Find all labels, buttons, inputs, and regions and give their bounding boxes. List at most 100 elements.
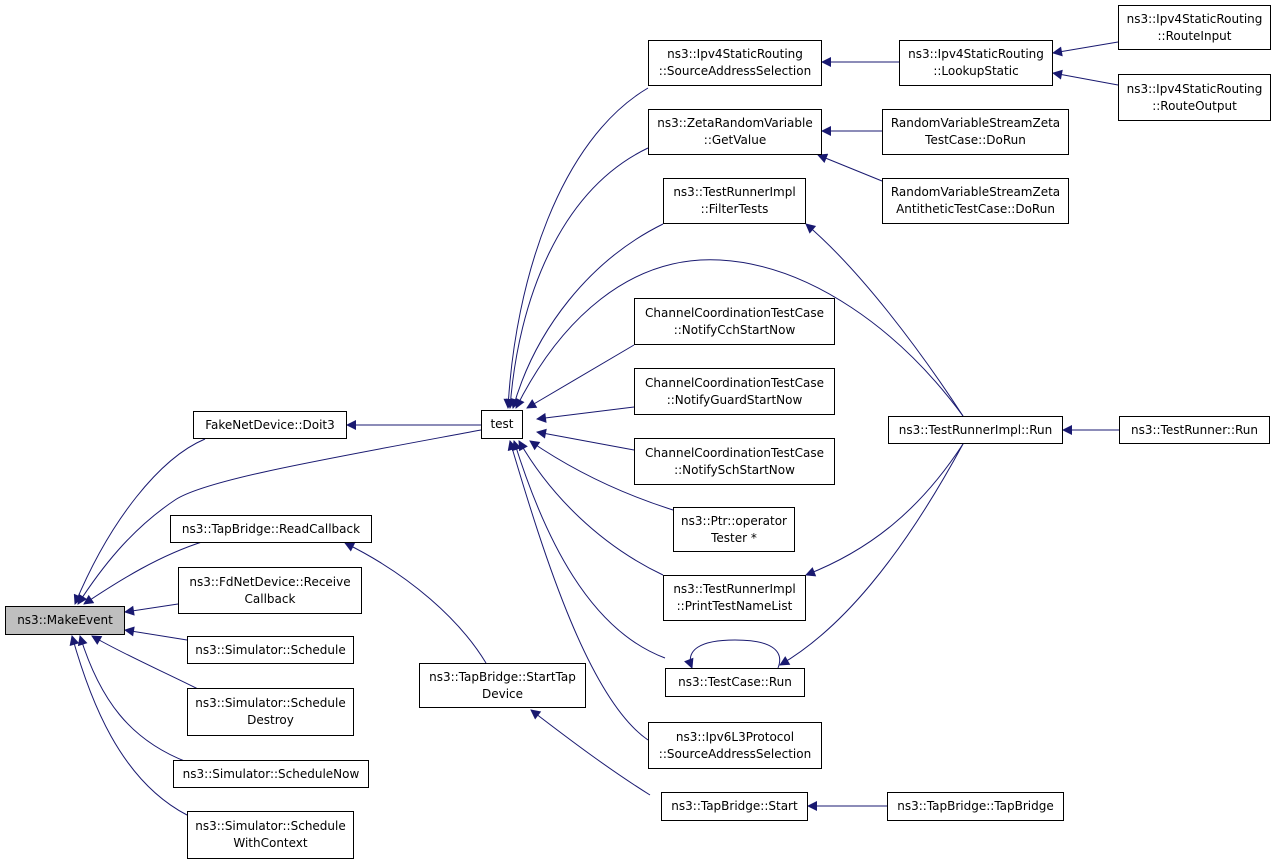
- edge-schedulenow-to-makeevent: [77, 635, 188, 763]
- node-label: ::SourceAddressSelection: [658, 64, 812, 78]
- edge-ccsch-to-test: [536, 428, 635, 451]
- node-label: RandomVariableStreamZeta: [890, 185, 1061, 199]
- edge-zetaanti-to-getvalue: [817, 153, 883, 182]
- edge-schedulectx-to-makeevent: [69, 635, 188, 816]
- node-label: ::FilterTests: [700, 202, 769, 216]
- node-label: ::SourceAddressSelection: [658, 746, 812, 761]
- node-ipv4-route-input[interactable]: ns3::Ipv4StaticRouting::RouteInput: [1118, 5, 1271, 50]
- edge-schedule-to-makeevent: [124, 626, 188, 641]
- edge-test-to-makeevent: [77, 429, 482, 605]
- node-label: ns3::TapBridge::ReadCallback: [181, 521, 361, 536]
- node-zeta-getvalue[interactable]: ns3::ZetaRandomVariable::GetValue: [648, 109, 822, 155]
- node-label: ns3::Simulator::ScheduleNow: [182, 766, 360, 781]
- node-label: ::NotifyCchStartNow: [673, 322, 796, 337]
- edge-cccch-to-test: [526, 344, 635, 409]
- node-runner-filter[interactable]: ns3::TestRunnerImpl::FilterTests: [663, 178, 806, 224]
- node-label: ns3::Ptr::operator: [681, 513, 787, 528]
- node-label: ns3::TestRunnerImpl: [673, 185, 796, 199]
- edge-routeoutput-to-lookup: [1052, 69, 1119, 86]
- node-label: Destroy: [247, 713, 294, 727]
- edge-scheduledestroy-to-makeevent: [91, 635, 201, 691]
- node-test[interactable]: test: [481, 410, 523, 439]
- node-cc-sch[interactable]: ChannelCoordinationTestCase::NotifySchSt…: [634, 438, 835, 485]
- node-label: ns3::Ipv4StaticRouting: [908, 47, 1044, 61]
- edge-testcaserun-to-test: [511, 440, 666, 659]
- node-runner-impl-run[interactable]: ns3::TestRunnerImpl::Run: [888, 416, 1063, 444]
- node-label: ::RouteOutput: [1152, 98, 1237, 113]
- node-tap-tapbridge[interactable]: ns3::TapBridge::TapBridge: [887, 792, 1064, 821]
- node-label: ChannelCoordinationTestCase: [645, 445, 824, 460]
- node-label: ns3::Simulator::Schedule: [195, 819, 346, 833]
- edge-runnerimplrun-to-print: [805, 443, 964, 577]
- node-cc-cch[interactable]: ChannelCoordinationTestCase::NotifyCchSt…: [634, 298, 835, 345]
- node-tap-start[interactable]: ns3::TapBridge::Start: [661, 792, 808, 821]
- node-label: WithContext: [233, 836, 308, 850]
- node-label: Device: [481, 686, 524, 701]
- edge-zetagetvalue-to-test: [505, 147, 649, 409]
- node-label: ns3::MakeEvent: [17, 613, 113, 627]
- node-ipv6-src-sel[interactable]: ns3::Ipv6L3Protocol::SourceAddressSelect…: [648, 722, 822, 769]
- edge-runnerfilter-to-test: [510, 223, 664, 409]
- node-label: ns3::Simulator::Schedule: [195, 642, 346, 657]
- node-label: ns3::TestCase::Run: [678, 675, 792, 689]
- edge-runnerprint-to-test: [518, 440, 664, 576]
- node-ipv4-route-output[interactable]: ns3::Ipv4StaticRouting::RouteOutput: [1118, 74, 1271, 121]
- node-label: ::RouteInput: [1157, 28, 1232, 43]
- node-sim-schedule-now[interactable]: ns3::Simulator::ScheduleNow: [173, 760, 369, 788]
- edge-fdreceive-to-makeevent: [124, 603, 179, 616]
- node-label: Tester *: [711, 530, 757, 545]
- node-label: ns3::Ipv4StaticRouting: [1126, 11, 1263, 26]
- node-label: ns3::TapBridge::Start: [671, 799, 798, 813]
- node-ipv4-lookup[interactable]: ns3::Ipv4StaticRouting::LookupStatic: [899, 40, 1053, 86]
- node-label: ns3::TestRunner::Run: [1130, 422, 1259, 437]
- node-label: test: [490, 417, 514, 431]
- edge-ipv6srcsel-to-test: [507, 440, 649, 741]
- edge-ipv4srcsel-to-test: [503, 87, 649, 409]
- edge-readcallback-to-makeevent: [83, 540, 206, 605]
- node-make-event[interactable]: ns3::MakeEvent: [5, 606, 125, 635]
- node-label: ::GetValue: [703, 133, 767, 147]
- node-tap-readcallback[interactable]: ns3::TapBridge::ReadCallback: [170, 515, 372, 543]
- node-label: ChannelCoordinationTestCase: [645, 305, 824, 320]
- node-label: ns3::TestRunnerImpl: [673, 582, 796, 596]
- node-label: ns3::TapBridge::StartTap: [429, 669, 576, 684]
- node-label: ns3::Ipv4StaticRouting: [1126, 81, 1263, 96]
- node-cc-guard[interactable]: ChannelCoordinationTestCase::NotifyGuard…: [634, 368, 835, 415]
- edge-ccguard-to-test: [536, 406, 635, 423]
- node-label: TestCase::DoRun: [925, 133, 1026, 147]
- edge-ptrtester-to-test: [529, 440, 674, 511]
- node-ipv4-src-sel[interactable]: ns3::Ipv4StaticRouting::SourceAddressSel…: [648, 40, 822, 86]
- node-label: ::PrintTestNameList: [676, 599, 793, 613]
- node-runner-print[interactable]: ns3::TestRunnerImpl::PrintTestNameList: [663, 575, 806, 621]
- node-label: AntitheticTestCase::DoRun: [896, 202, 1055, 216]
- node-label: ns3::Simulator::Schedule: [195, 696, 346, 710]
- node-label: RandomVariableStreamZeta: [890, 116, 1061, 130]
- node-testcase-run[interactable]: ns3::TestCase::Run: [665, 668, 805, 697]
- node-label: ns3::ZetaRandomVariable: [657, 116, 813, 130]
- node-label: ::NotifyGuardStartNow: [666, 392, 803, 407]
- node-sim-schedule[interactable]: ns3::Simulator::Schedule: [187, 636, 354, 664]
- edge-startdevice-to-readcallback: [344, 542, 487, 664]
- node-label: ns3::Ipv4StaticRouting: [667, 47, 803, 61]
- node-label: ns3::Ipv6L3Protocol: [675, 729, 795, 744]
- edge-routeinput-to-lookup: [1052, 41, 1119, 57]
- node-label: Callback: [244, 591, 296, 606]
- node-label: ns3::FdNetDevice::Receive: [189, 574, 351, 589]
- node-fake-doit3[interactable]: FakeNetDevice::Doit3: [193, 411, 347, 439]
- node-label: ns3::TestRunnerImpl::Run: [898, 422, 1053, 437]
- edge-runnerimplrun-to-filter: [805, 223, 964, 417]
- node-label: FakeNetDevice::Doit3: [205, 417, 335, 432]
- edge-runnerimplrun-to-test: [515, 259, 964, 417]
- node-runner-run[interactable]: ns3::TestRunner::Run: [1119, 416, 1270, 444]
- edge-tapstart-to-startdevice: [530, 709, 651, 796]
- edge-runnerimplrun-to-testcaserun: [779, 443, 964, 666]
- edge-testcaserun-self-loop: [684, 639, 781, 669]
